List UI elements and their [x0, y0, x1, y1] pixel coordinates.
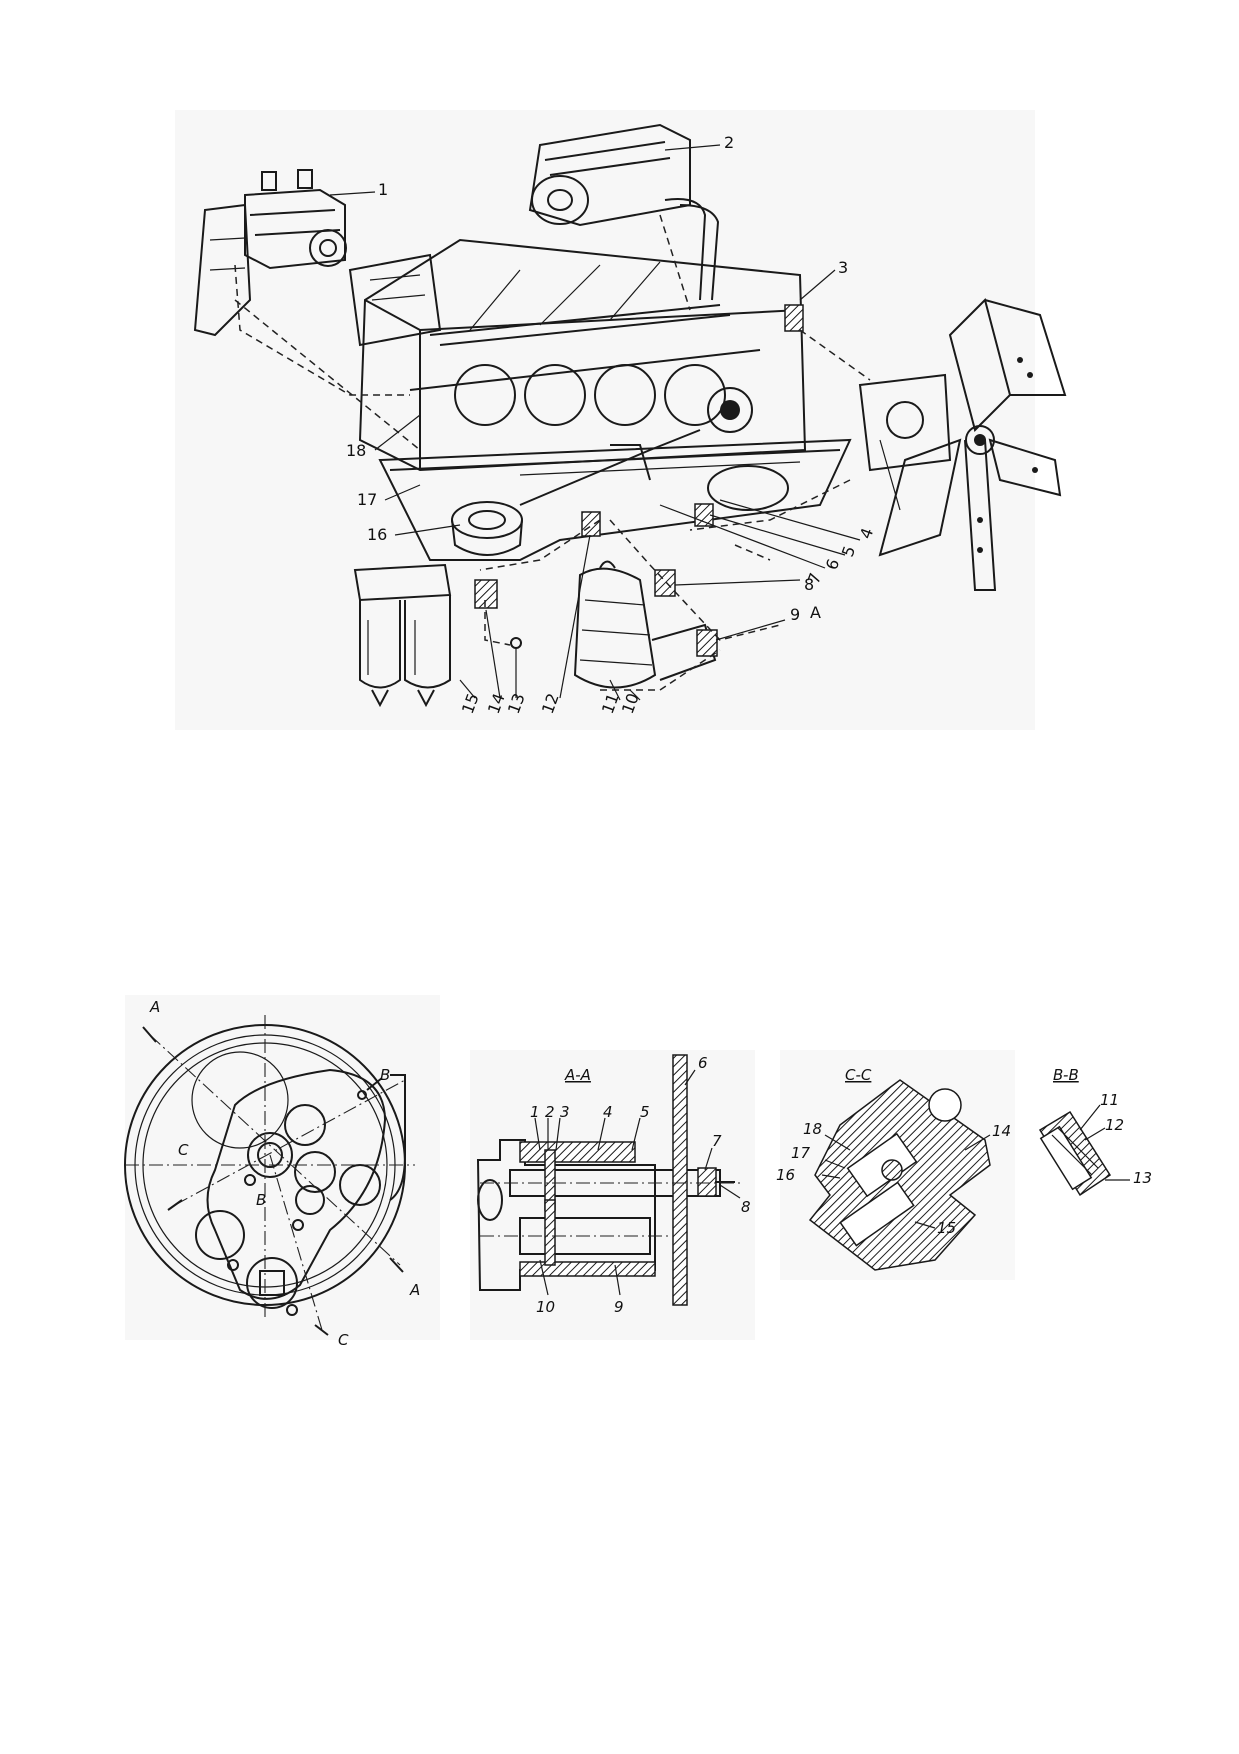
cc-label-18: 18 — [803, 1120, 822, 1138]
centrifugal-filter — [573, 560, 717, 689]
plan-label-C-bottom: C — [338, 1331, 349, 1349]
aa-label-3: 3 — [560, 1103, 570, 1121]
turbocharger — [528, 123, 720, 301]
label-1: 1 — [378, 180, 388, 199]
cc-label-15: 15 — [937, 1219, 956, 1237]
valves — [474, 304, 804, 657]
pump-plan-view: A B C B A C — [124, 995, 440, 1349]
valve-14 — [474, 579, 498, 609]
bb-label-11: 11 — [1100, 1091, 1119, 1109]
valve-9 — [696, 629, 718, 657]
section-bb-title: B-B — [1053, 1066, 1079, 1084]
section-b-b: B-B 11 12 13 — [1038, 1066, 1152, 1197]
sensor-3 — [784, 304, 804, 332]
aa-label-10: 10 — [536, 1298, 555, 1316]
aa-label-7: 7 — [712, 1132, 722, 1150]
plan-label-B-top: B — [380, 1066, 390, 1084]
plan-background — [125, 995, 440, 1340]
plan-label-B-centre: B — [256, 1191, 266, 1209]
label-2: 2 — [724, 133, 734, 152]
section-cc-title: C-C — [845, 1066, 872, 1084]
section-aa-title: A-A — [564, 1066, 591, 1084]
bb-label-13: 13 — [1133, 1169, 1152, 1187]
engine-block — [348, 238, 807, 472]
aa-label-2: 2 — [545, 1103, 555, 1121]
aa-label-1: 1 — [530, 1103, 540, 1121]
cc-label-17: 17 — [791, 1144, 811, 1162]
plan-label-A-bottom: A — [409, 1281, 420, 1299]
engine-lubrication-scheme: 1 2 3 4 5 6 7 8 9 A 10 11 12 13 14 15 16… — [175, 110, 1067, 730]
oil-pump — [451, 501, 523, 556]
figure-background — [175, 110, 1035, 730]
plan-label-A-top: A — [149, 998, 160, 1016]
cooling-fan — [858, 298, 1067, 591]
label-17: 17 — [357, 490, 377, 509]
oil-sump — [378, 438, 852, 561]
section-c-c: C-C 18 14 17 16 15 — [776, 1050, 1015, 1280]
oil-filter-twin — [353, 563, 452, 708]
section-a-a: A-A 1 2 3 4 5 6 7 8 9 10 — [470, 1050, 755, 1340]
label-9: 9 — [790, 605, 800, 624]
label-8: 8 — [804, 575, 814, 594]
aa-label-5: 5 — [640, 1103, 650, 1121]
bb-label-12: 12 — [1105, 1116, 1124, 1134]
label-A: A — [810, 603, 821, 622]
cc-label-14: 14 — [992, 1122, 1011, 1140]
oil-lines — [234, 214, 871, 691]
plan-label-C-left: C — [178, 1141, 189, 1159]
label-16: 16 — [367, 525, 387, 544]
compressor — [193, 169, 347, 337]
valve-12 — [581, 511, 601, 537]
label-3: 3 — [838, 258, 848, 277]
aa-label-8: 8 — [741, 1198, 751, 1216]
cc-label-16: 16 — [776, 1166, 795, 1184]
aa-label-4: 4 — [603, 1103, 613, 1121]
leader-lines — [329, 144, 901, 701]
aa-label-6: 6 — [698, 1054, 708, 1072]
aa-label-9: 9 — [614, 1298, 624, 1316]
label-18: 18 — [346, 441, 366, 460]
